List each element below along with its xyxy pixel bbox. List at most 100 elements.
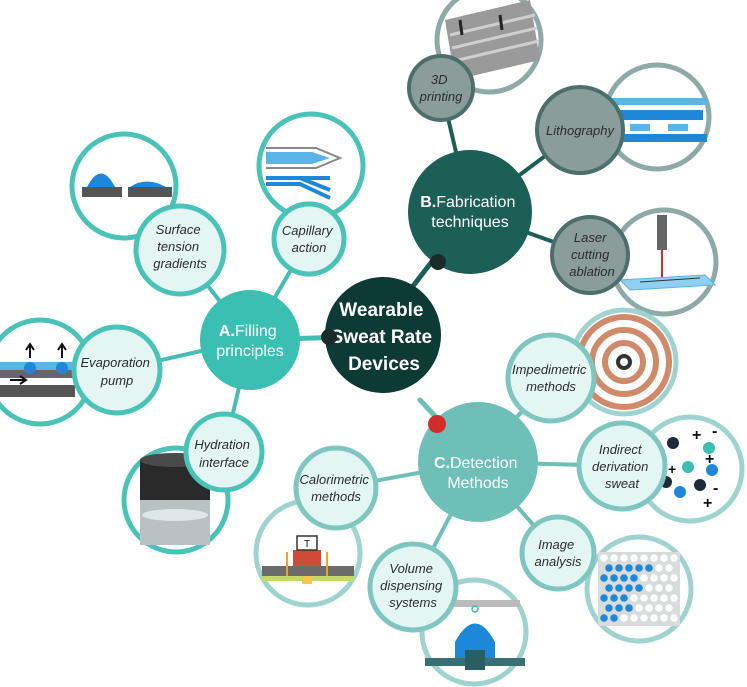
node-surface-tension [133,203,227,297]
node-impedimetric [505,332,597,424]
grid-dot [615,604,623,612]
grid-dot [660,594,668,602]
grid-dot [655,604,663,612]
grid-dot [660,614,668,622]
ion-sign: - [713,480,718,497]
grid-dot [635,564,643,572]
grid-dot [650,554,658,562]
node-laser [550,215,630,295]
3d-printing-label: 3D printing [419,72,463,104]
grid-dot [655,564,663,572]
grid-dot [640,574,648,582]
indirect-derivation-illustration: + - + - + - + [635,414,745,524]
hub-b-fabrication [408,150,532,274]
grid-dot [620,574,628,582]
dot-grid [600,554,678,622]
grid-dot [620,554,628,562]
grid-dot [660,574,668,582]
impedimetric-label: Impedimetric methods [512,362,590,394]
node-3d-printing [407,54,475,122]
surface-tension-label: Surface tension gradients [153,222,207,271]
grid-dot [640,554,648,562]
grid-dot [620,594,628,602]
grid-dot [645,584,653,592]
grid-dot [625,564,633,572]
grid-dot [630,554,638,562]
node-image-analysis [519,514,597,592]
calorimetric-label: Calorimetric methods [300,472,373,504]
grid-dot [650,614,658,622]
hub-c-label: C.Detection Methods [434,455,522,492]
node-calorimetric [293,445,379,531]
grid-dot [635,584,643,592]
capillary-label: Capillary action [282,223,336,255]
hub-c-detection [418,402,538,522]
grid-dot [610,594,618,602]
grid-dot [625,584,633,592]
grid-dot [670,594,678,602]
image-analysis-illustration [584,534,694,644]
connector-dot-a [321,329,337,345]
hub-a-filling [200,290,300,390]
grid-dot [600,574,608,582]
grid-dot [665,564,673,572]
center-circle [325,277,441,393]
ion-sign: + [705,451,714,468]
grid-dot [600,554,608,562]
grid-dot [640,614,648,622]
grid-dot [650,574,658,582]
grid-dot [635,604,643,612]
grid-dot [630,614,638,622]
grid-dot [615,584,623,592]
grid-dot [610,554,618,562]
node-capillary [271,201,347,277]
grid-dot [650,594,658,602]
grid-dot [665,604,673,612]
center-node: Wearable Sweat Rate Devices [321,254,446,433]
ion-sign: + [692,427,701,444]
hubs: A.Filling principles B.Fabrication techn… [200,150,538,522]
ion-sign: + [703,495,712,512]
indirect-label: Indirect derivation sweat [592,442,652,491]
hydration-label: Hydration interface [194,437,253,470]
grid-dot [670,614,678,622]
grid-dot [600,614,608,622]
hub-b-label: B.Fabrication techniques [420,194,520,231]
grid-dot [610,574,618,582]
grid-dot [640,594,648,602]
center-title: Wearable Sweat Rate Devices [331,300,438,375]
ion-sign: + [668,461,676,477]
hub-a-label: A.Filling principles [216,323,284,360]
grid-dot [670,574,678,582]
node-indirect [576,420,668,512]
surface-tension-illustration [69,131,179,241]
node-lithography [535,85,625,175]
grid-dot [620,614,628,622]
node-volume [367,541,459,633]
thermo-label: T [304,539,310,550]
grid-dot [645,564,653,572]
grid-dot [605,584,613,592]
ion-sign: - [712,423,717,440]
grid-dot [630,574,638,582]
connector-dot-c [428,415,446,433]
connector-dot-b [430,254,446,270]
grid-dot [630,594,638,602]
grid-dot [605,564,613,572]
grid-dot [660,554,668,562]
grid-dot [610,614,618,622]
grid-dot [655,584,663,592]
grid-dot [605,604,613,612]
volume-label: Volume dispensing systems [380,561,446,610]
node-hydration [183,411,265,493]
grid-dot [665,584,673,592]
laser-cutting-illustration [609,207,719,317]
grid-dot [625,604,633,612]
evaporation-label: Evaporation pump [80,355,153,388]
lithography-label: Lithography [546,123,615,138]
node-evaporation [71,324,163,416]
image-analysis-label: Image analysis [535,537,582,569]
grid-dot [600,594,608,602]
grid-dot [670,554,678,562]
